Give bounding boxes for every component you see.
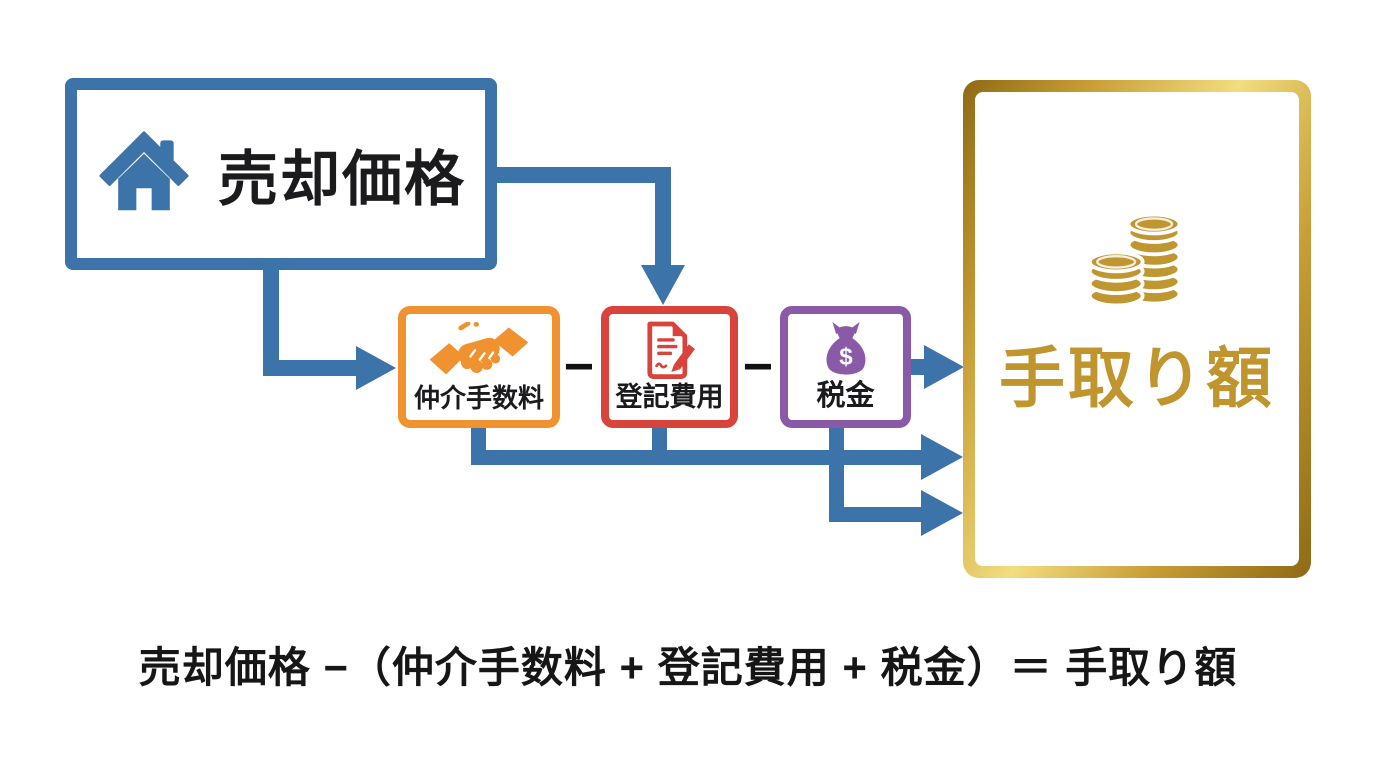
sale-price-box: 売却価格 [65, 78, 497, 270]
arrow-segment [655, 167, 671, 267]
sale-price-label: 売却価格 [218, 145, 466, 213]
arrow-segment [263, 266, 279, 376]
brokerage-fee-label: 仲介手数料 [413, 383, 544, 414]
registration-cost-box: 登記費用 [601, 306, 738, 428]
arrow-segment [471, 450, 921, 465]
coins-icon [1085, 210, 1189, 315]
arrowhead-right-icon [921, 490, 963, 536]
handshake-icon [427, 314, 531, 384]
registration-cost-label: 登記費用 [615, 382, 724, 413]
brokerage-fee-box: 仲介手数料 [398, 306, 560, 428]
tax-label: 税金 [816, 380, 875, 413]
house-icon [96, 128, 192, 221]
arrow-segment [908, 359, 928, 375]
minus-operator-2: − [742, 338, 774, 396]
arrowhead-right-icon [921, 434, 963, 480]
minus-operator-1: − [563, 338, 595, 396]
arrow-segment [263, 360, 358, 376]
arrowhead-down-icon [641, 265, 685, 305]
arrow-segment [493, 167, 671, 183]
arrowhead-right-icon [356, 346, 396, 390]
net-amount-box: 手取り額 [963, 80, 1311, 578]
dollar-sign: $ [839, 343, 853, 370]
net-amount-label: 手取り額 [999, 341, 1275, 415]
formula-text: 売却価格 −（仲介手数料 + 登記費用 + 税金）＝ 手取り額 [138, 644, 1238, 691]
net-amount-box-inner: 手取り額 [975, 92, 1299, 566]
arrow-segment [829, 424, 844, 522]
money-bag-icon: $ [817, 314, 875, 381]
arrowhead-right-icon [924, 345, 964, 389]
document-pen-icon [639, 314, 701, 383]
arrow-segment [829, 507, 921, 522]
tax-box: $ 税金 [780, 306, 911, 428]
